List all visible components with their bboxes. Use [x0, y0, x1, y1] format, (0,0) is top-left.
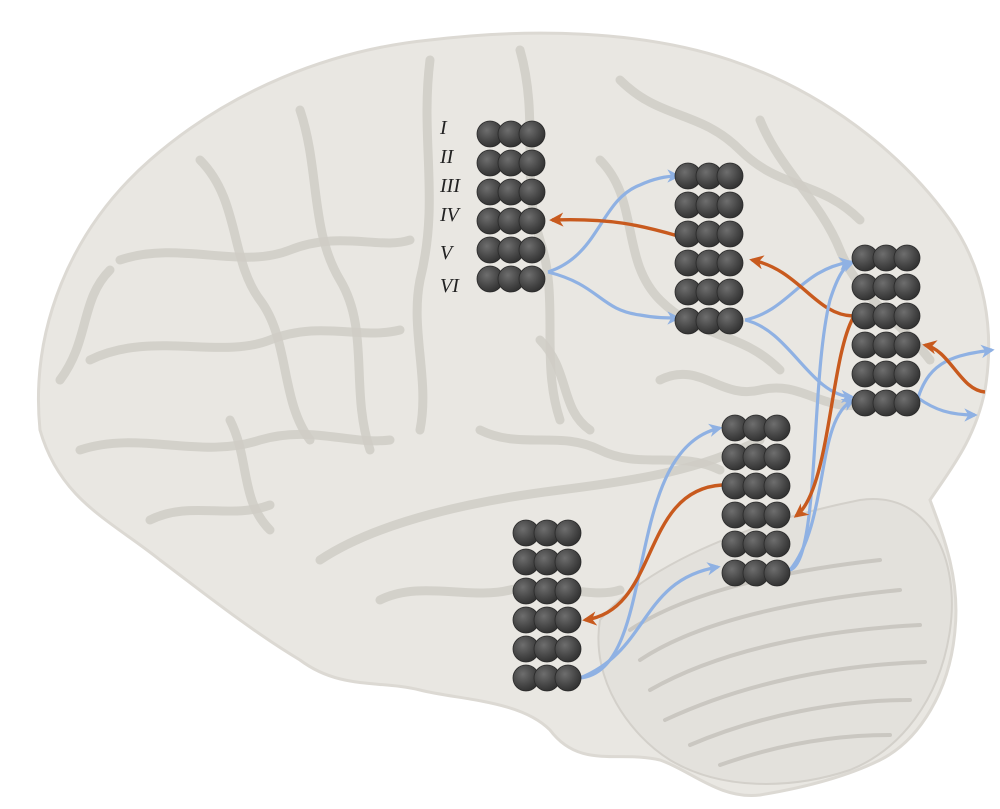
frontal-column: [476, 120, 546, 293]
neuron-icon: [893, 244, 921, 272]
layer-label-iii: III: [439, 175, 461, 197]
ff-arrow-occipital-out-lower: [917, 396, 978, 422]
inferotemporal-column: [721, 414, 791, 587]
neuron-icon: [518, 236, 546, 264]
neuron-icon: [716, 220, 744, 248]
neuron-icon: [518, 149, 546, 177]
neuron-icon: [763, 414, 791, 442]
layer-labels: I II III IV V VI: [439, 117, 462, 297]
neuron-icon: [893, 273, 921, 301]
fb-arrow-external-to-occipital: [922, 340, 986, 394]
neuron-icon: [763, 443, 791, 471]
neuron-icon: [716, 162, 744, 190]
neuron-icon: [554, 635, 582, 663]
ff-arrow-frontal-to-parietal-lower: [547, 270, 681, 325]
layer-label-ii: II: [439, 146, 455, 168]
ff-arrow-frontal-to-parietal-upper: [547, 169, 681, 274]
neuron-icon: [518, 120, 546, 148]
neuron-icon: [518, 178, 546, 206]
neuron-icon: [893, 389, 921, 417]
fb-arrow-occipital-to-parietal: [749, 255, 854, 318]
layer-label-i: I: [439, 117, 448, 139]
neuron-icon: [554, 606, 582, 634]
neuron-icon: [554, 577, 582, 605]
occipital-column: [851, 244, 921, 417]
neuron-icon: [763, 530, 791, 558]
layer-label-vi: VI: [440, 275, 460, 297]
ff-arrow-inferotemporal-to-occipital-lower: [788, 398, 856, 571]
neuron-icon: [554, 548, 582, 576]
temporal-pole-column: [512, 519, 582, 692]
neuron-icon: [716, 278, 744, 306]
neuron-icon: [893, 331, 921, 359]
parietal-column: [674, 162, 744, 335]
neuron-icon: [893, 302, 921, 330]
ff-arrow-occipital-out-upper: [916, 344, 995, 399]
ff-arrow-parietal-to-occipital-upper: [744, 257, 853, 322]
fb-arrow-inferotemporal-to-temporal-pole: [582, 483, 723, 626]
neuron-icon: [518, 207, 546, 235]
neuron-icon: [554, 664, 582, 692]
layer-label-iv: IV: [439, 204, 462, 226]
neuron-icon: [763, 472, 791, 500]
neuron-icon: [716, 249, 744, 277]
cortical-columns: [476, 120, 921, 692]
ff-arrow-temporal-pole-to-inferotemporal-lower: [579, 562, 721, 680]
neuron-icon: [763, 501, 791, 529]
neuron-icon: [716, 191, 744, 219]
connections: [547, 169, 995, 680]
neuron-icon: [518, 265, 546, 293]
fb-arrow-parietal-to-frontal: [549, 212, 679, 238]
neuron-icon: [716, 307, 744, 335]
fb-arrow-occipital-to-inferotemporal: [793, 317, 855, 518]
cerebellum-folia: [628, 558, 927, 767]
layer-label-v: V: [440, 242, 455, 264]
neuron-icon: [893, 360, 921, 388]
neuron-icon: [763, 559, 791, 587]
ff-arrow-parietal-to-occipital-lower: [744, 318, 855, 404]
neuron-icon: [554, 519, 582, 547]
